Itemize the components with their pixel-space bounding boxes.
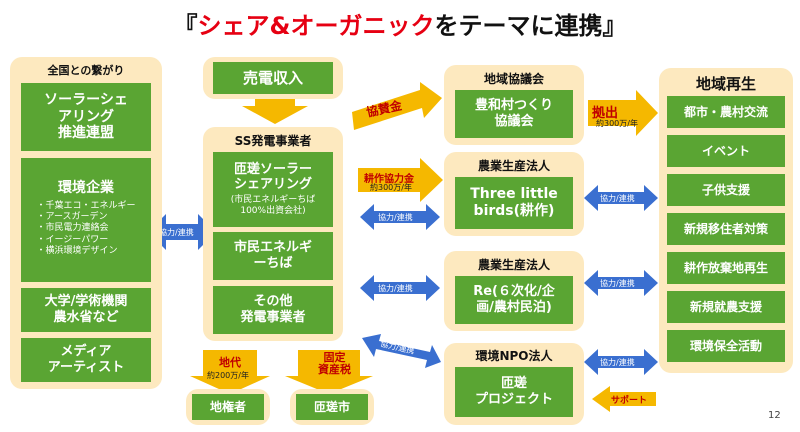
solar-sharing-league-box: ソーラーシェアリング推進連盟 [21, 83, 151, 151]
coop-label-c1: 協力/連携 [378, 213, 413, 222]
revival-item-4: 新規移住者対策 [667, 213, 785, 245]
kosaku-amount: 約300万/年 [370, 183, 412, 192]
page-number: 12 [768, 410, 781, 421]
environment-companies-box: 環境企業 ・千葉エコ・エネルギー・アースガーデン・市民電力連絡会・イージーパワー… [21, 158, 151, 282]
coop-arrow-r3 [584, 349, 658, 375]
landowner-box: 地権者 [192, 394, 264, 420]
page-title: 『シェア&オーガニックをテーマに連携』 [173, 12, 627, 40]
coop-arrow-c3 [362, 334, 441, 368]
support-arrow [592, 386, 656, 412]
revival-item-5: 耕作放棄地再生 [667, 252, 785, 284]
revival-item-6: 新規就農支援 [667, 291, 785, 323]
npo-header: 環境NPO法人 [475, 349, 553, 363]
farm-corp1-header: 農業生産法人 [477, 159, 550, 173]
coop-arrow-r1 [584, 185, 658, 211]
revival-item-2: イベント [667, 135, 785, 167]
council-box: 豊和村つくり協議会 [455, 90, 573, 138]
revival-item-3: 子供支援 [667, 174, 785, 206]
coop-label-r1: 協力/連携 [600, 194, 635, 203]
regional-revival-header: 地域再生 [695, 75, 756, 93]
kosaku-arrow [358, 158, 443, 202]
kosaku-label: 耕作協力金 [364, 174, 414, 185]
sosa-project-box: 匝瑳プロジェクト [455, 367, 573, 417]
sosa-city-box: 匝瑳市 [296, 394, 368, 420]
kyoshutsu-label: 拠出 [592, 106, 619, 121]
other-power-box: その他発電事業者 [213, 286, 333, 334]
revival-item-7: 環境保全活動 [667, 330, 785, 362]
kyoshutsu-arrow [588, 90, 658, 136]
revival-item-1: 都市・農村交流 [667, 96, 785, 128]
media-box: メディアアーティスト [21, 338, 151, 382]
re-box: Re(６次化/企画/農村民泊) [455, 276, 573, 324]
coop-arrow-r2 [584, 270, 658, 296]
kyoshutsu-amount: 約300万/年 [596, 119, 638, 128]
coop-label-left: 協力/連携 [159, 228, 194, 237]
support-label: サポート [611, 396, 648, 406]
kotei-down-arrow [285, 350, 373, 394]
revenue-box: 売電収入 [213, 62, 333, 94]
coop-arrow-c1 [360, 204, 440, 230]
chidai-amount: 約200万/年 [207, 371, 249, 380]
revenue-down-arrow [242, 97, 308, 124]
chidai-down-arrow [190, 350, 270, 394]
coop-arrow-left [148, 214, 216, 250]
coop-label-r3: 協力/連携 [600, 358, 635, 367]
university-box: 大学/学術機関農水省など [21, 288, 151, 332]
coop-label-r2: 協力/連携 [600, 279, 635, 288]
national-network-header: 全国との繋がり [47, 64, 125, 77]
farm-corp2-header: 農業生産法人 [477, 258, 550, 272]
coop-label-c2: 協力/連携 [378, 284, 413, 293]
council-header: 地域協議会 [483, 72, 544, 86]
kyosan-arrow [352, 82, 442, 130]
ss-power-header: SS発電事業者 [234, 134, 312, 148]
citizen-energy-box: 市民エネルギーちば [213, 232, 333, 280]
kotei-label: 固定資産税 [318, 351, 351, 377]
chidai-label: 地代 [219, 356, 241, 369]
coop-arrow-c2 [360, 275, 440, 301]
